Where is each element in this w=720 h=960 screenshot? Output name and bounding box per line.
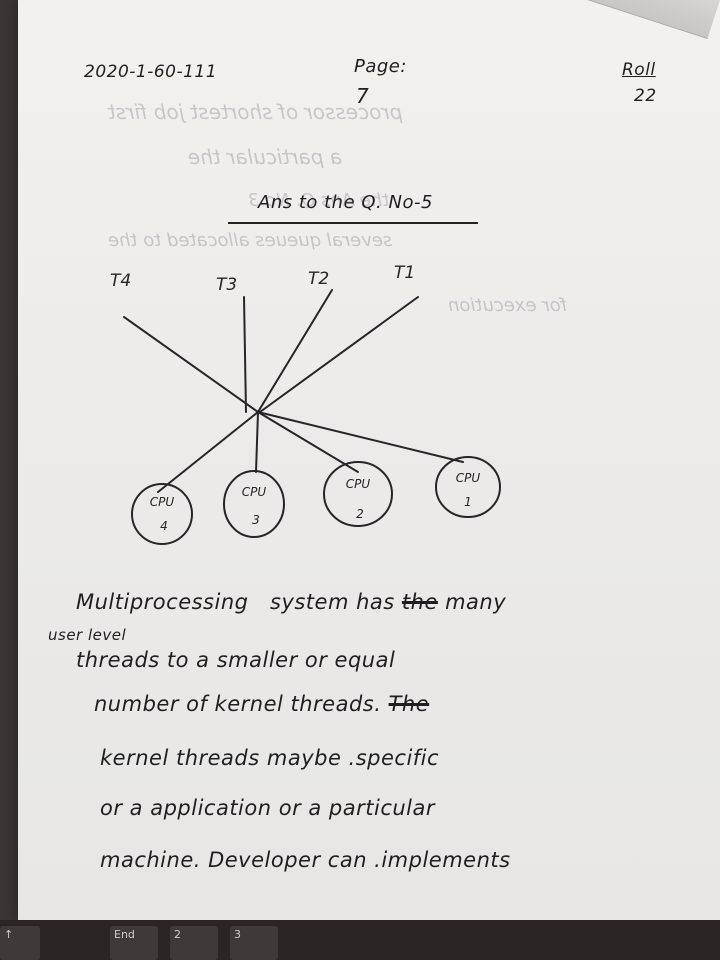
end-key: End — [110, 926, 158, 960]
cpu-number-1: 1 — [464, 495, 472, 509]
notebook-page: processor of shortest job first a partic… — [18, 0, 720, 920]
body-line-2: threads to a smaller or equal — [76, 648, 396, 672]
cpu-node-4 — [131, 483, 193, 545]
heading-underline — [228, 222, 478, 224]
body-line-6: machine. Developer can .implements — [100, 848, 511, 872]
body-line-3: number of kernel threads. The — [94, 692, 429, 716]
thread-label-t2: T2 — [308, 269, 329, 289]
struck-word-the-2: The — [388, 692, 430, 716]
arrow-key: ↑ — [0, 926, 40, 960]
thread-label-t4: T4 — [110, 271, 131, 291]
thread-label-t3: T3 — [216, 275, 237, 295]
thread-line-t2 — [257, 289, 333, 413]
insert-note: user level — [48, 626, 127, 644]
cpu-node-2 — [323, 461, 393, 527]
body-line-1-part-a: Multiprocessing — [76, 590, 249, 614]
bleed-through-text-2: a particular the — [188, 145, 343, 169]
thread-line-t3 — [243, 296, 247, 413]
body-line-1: Multiprocessing system has the many — [76, 590, 506, 614]
cpu-link-1 — [257, 411, 464, 463]
cpu-link-4 — [157, 411, 259, 493]
body-line-1-part-c: many — [445, 590, 507, 614]
roll-number: 22 — [634, 86, 657, 106]
bleed-through-text-4: several queues allocated to the — [108, 230, 393, 251]
keyboard-strip: ↑ End 2 3 — [0, 920, 720, 960]
cpu-number-4: 4 — [160, 519, 168, 533]
cpu-label-4: CPU — [150, 495, 175, 509]
cpu-label-1: CPU — [456, 471, 481, 485]
page-label: Page: — [354, 56, 407, 77]
cpu-node-1 — [435, 456, 501, 518]
cpu-link-2 — [257, 411, 359, 473]
thread-line-t1 — [259, 296, 419, 413]
cpu-number-3: 3 — [252, 513, 260, 527]
cpu-link-3 — [255, 411, 259, 473]
body-line-5: or a application or a particular — [100, 796, 436, 820]
cpu-number-2: 2 — [356, 507, 364, 521]
body-line-4: kernel threads maybe .specific — [100, 746, 440, 770]
answer-heading: Ans to the Q. No-5 — [258, 192, 433, 213]
body-line-3-text: number of kernel threads. — [94, 692, 382, 716]
cpu-node-3 — [223, 470, 285, 538]
cpu-label-3: CPU — [242, 485, 267, 499]
body-line-1-part-b: system has — [270, 590, 395, 614]
number-key-3: 3 — [230, 926, 278, 960]
struck-word-the: the — [401, 590, 438, 614]
cpu-label-2: CPU — [346, 477, 371, 491]
thread-line-t4 — [123, 316, 259, 413]
thread-cpu-diagram: T4 T3 T2 T1 CPU 4 CPU 3 CPU 2 CPU 1 — [110, 263, 501, 545]
page-number: 7 — [356, 84, 370, 108]
thread-label-t1: T1 — [394, 263, 415, 283]
number-key-2: 2 — [170, 926, 218, 960]
roll-label: Roll — [622, 60, 656, 80]
student-code: 2020-1-60-111 — [84, 62, 218, 82]
